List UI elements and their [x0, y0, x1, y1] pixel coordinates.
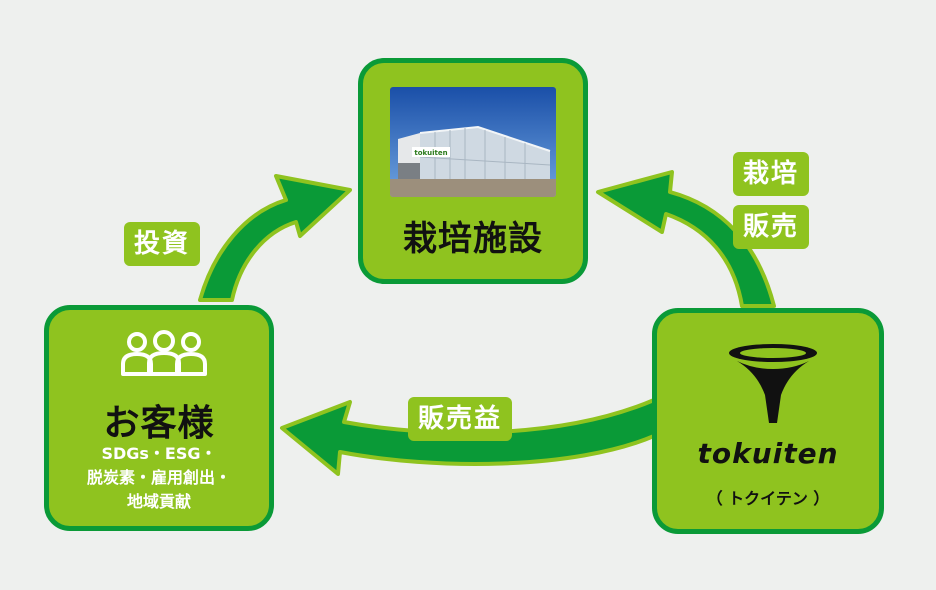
- arrow-cultivate-sales: [596, 170, 776, 308]
- label-invest: 投資: [124, 222, 201, 266]
- tokuiten-kana: （ トクイテン ）: [706, 489, 830, 508]
- label-cultivate: 栽培: [733, 152, 810, 196]
- greenhouse-photo: tokuiten: [390, 87, 556, 197]
- arrow-invest: [198, 174, 352, 302]
- tokuiten-logo-text: tokuiten: [697, 437, 839, 470]
- node-customers: お客様 SDGs・ESG・ 脱炭素・雇用創出・ 地域貢献: [44, 305, 274, 531]
- label-sales: 販売: [733, 205, 810, 249]
- customers-subtext-1: SDGs・ESG・: [101, 444, 217, 463]
- customers-subtext-3: 地域貢献: [126, 492, 191, 511]
- customers-title: お客様: [103, 403, 215, 444]
- people-group-icon: [121, 330, 207, 376]
- photo-sign-text: tokuiten: [414, 149, 447, 157]
- node-tokuiten: tokuiten （ トクイテン ）: [652, 308, 884, 534]
- customers-subtext-2: 脱炭素・雇用創出・: [86, 468, 231, 487]
- node-facility: tokuiten 栽培施設: [358, 58, 588, 284]
- funnel-icon: [729, 344, 817, 423]
- label-profit: 販売益: [408, 397, 513, 441]
- facility-title: 栽培施設: [403, 219, 543, 259]
